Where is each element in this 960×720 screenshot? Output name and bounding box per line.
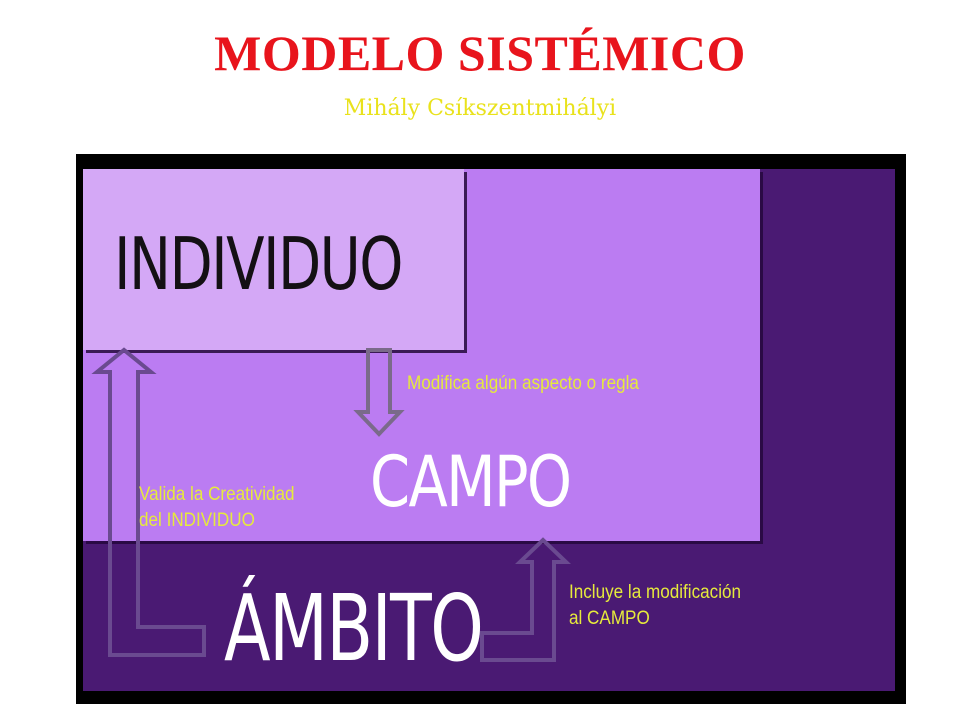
relation-note-ambito-individuo: Valida la Creatividad del INDIVIDUO <box>139 482 295 534</box>
page-title: MODELO SISTÉMICO <box>214 25 746 81</box>
individuo-box <box>83 169 464 350</box>
modification-arrow-icon <box>353 348 405 437</box>
relation-note-individuo-campo: Modifica algún aspecto o regla <box>407 371 639 397</box>
relation-note-line: del INDIVIDUO <box>139 510 255 531</box>
relation-note-line: Modifica algún aspecto o regla <box>407 373 639 394</box>
relation-note-line: Incluye la modificación <box>569 582 742 603</box>
inclusion-arrow-icon <box>480 537 571 662</box>
ambito-label: ÁMBITO <box>224 575 484 682</box>
relation-note-line: Valida la Creatividad <box>139 484 295 505</box>
individuo-label: INDIVIDUO <box>114 222 403 306</box>
page-subtitle: Mihály Csíkszentmihályi <box>343 96 617 121</box>
campo-label: CAMPO <box>370 441 572 523</box>
relation-note-ambito-campo: Incluye la modificación al CAMPO <box>569 580 741 632</box>
relation-note-line: al CAMPO <box>569 608 650 629</box>
validation-arrow-icon <box>91 347 206 657</box>
